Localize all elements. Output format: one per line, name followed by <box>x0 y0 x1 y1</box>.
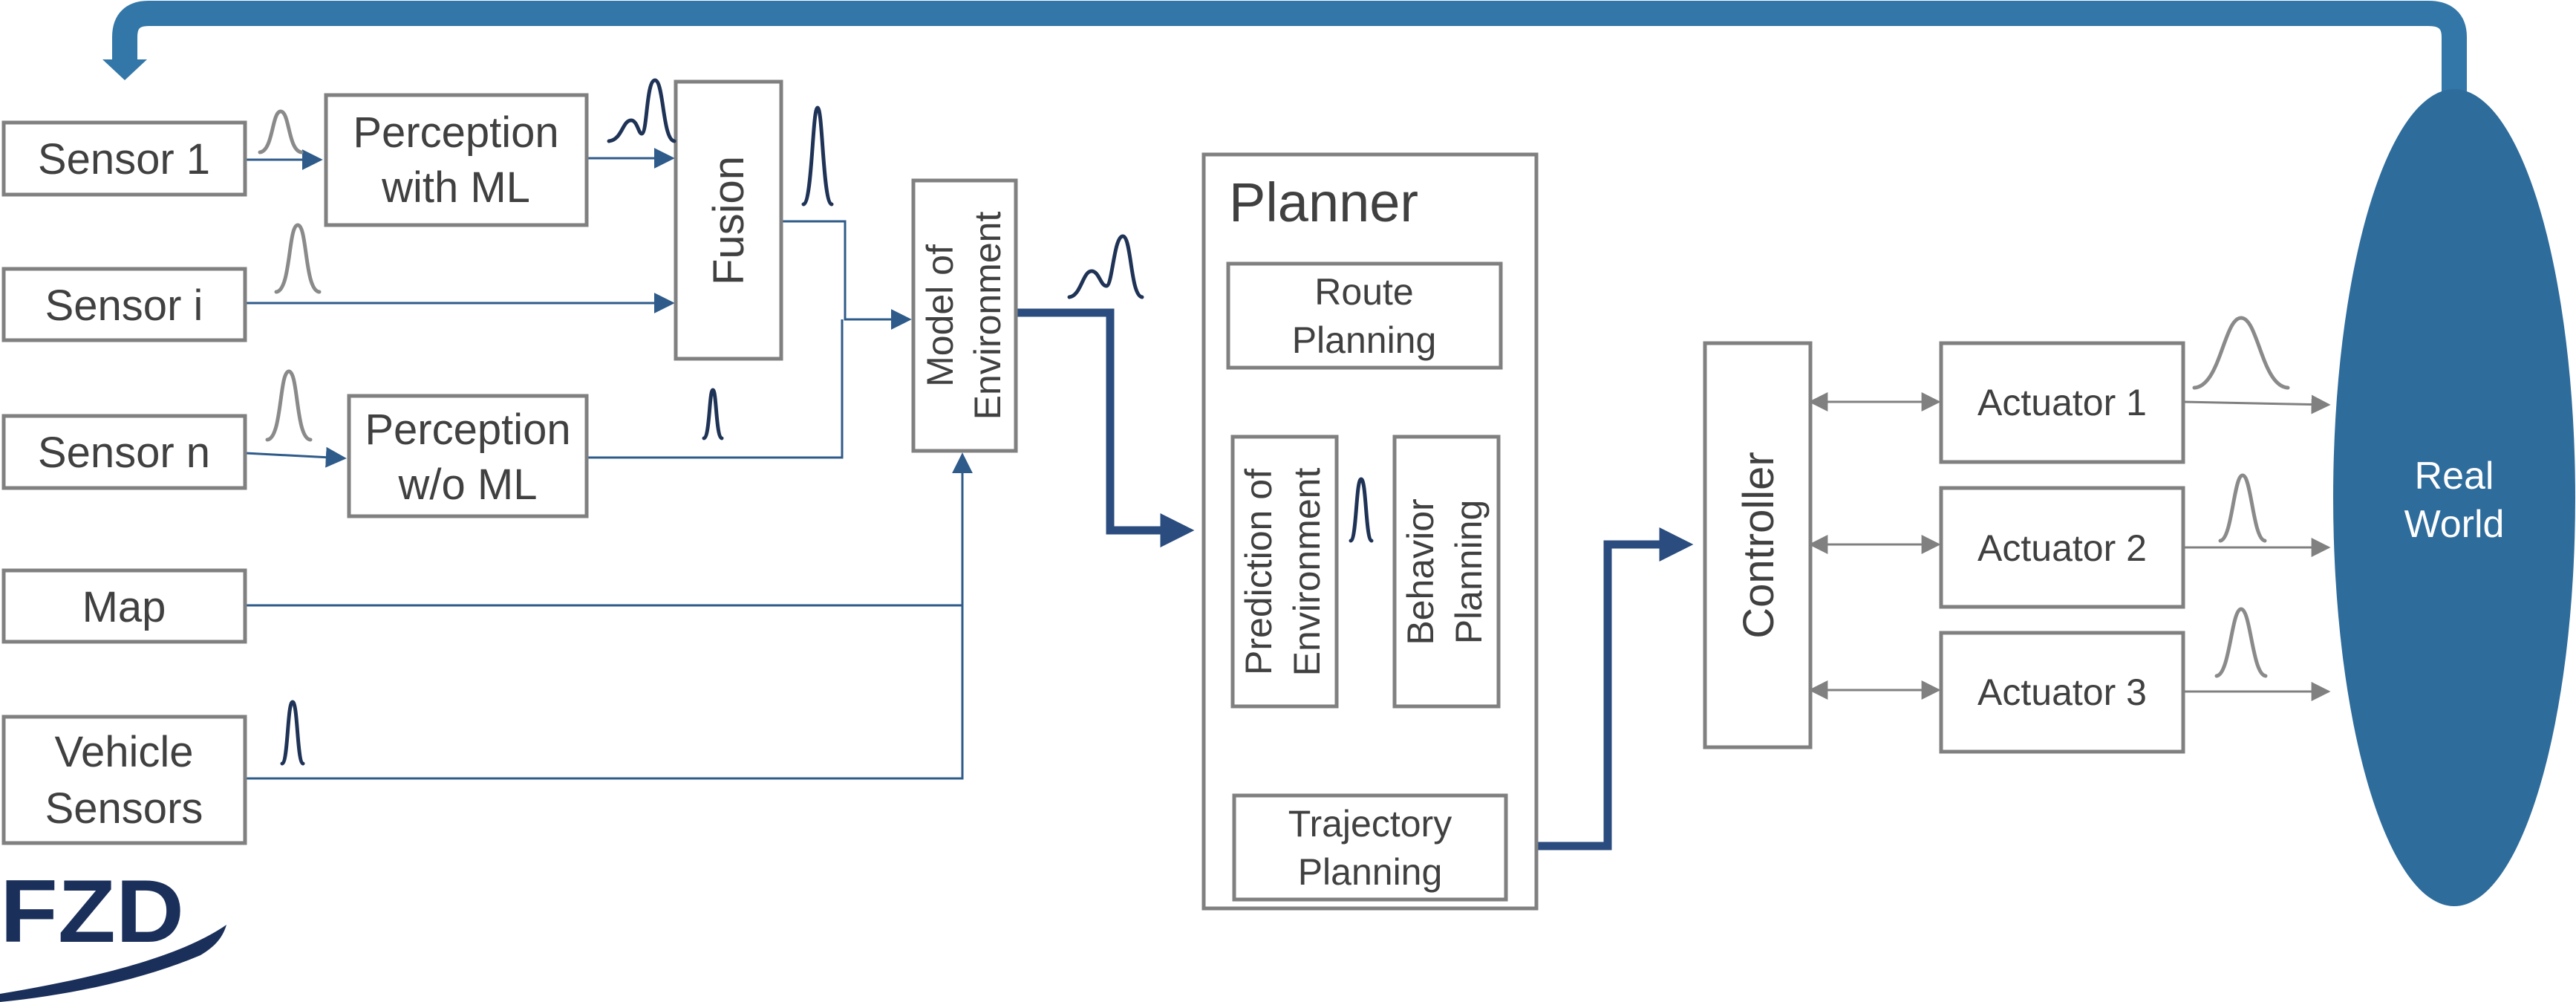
perception-without-ml-label-line1: Perception <box>365 406 570 454</box>
trajectory-planning-label-line2: Planning <box>1298 851 1443 893</box>
planner-title: Planner <box>1229 172 1418 233</box>
actuator-1-box: Actuator 1 <box>1939 341 2185 464</box>
gaussian-curve-icon <box>274 223 322 294</box>
trajectory-planning-label-line1: Trajectory <box>1288 803 1452 845</box>
perception-without-ml-label-line2: w/o ML <box>398 461 538 509</box>
gaussian-curve-icon <box>2192 316 2290 390</box>
route-planning-box: Route Planning <box>1226 261 1503 370</box>
actuator-2-box: Actuator 2 <box>1939 486 2185 609</box>
route-planning-label-line2: Planning <box>1292 319 1437 361</box>
controller-box: Controller <box>1703 341 1813 749</box>
sensor-i-box: Sensor i <box>1 267 247 342</box>
fusion-box: Fusion <box>674 79 783 361</box>
logo-swoosh-icon <box>0 925 226 1002</box>
actuator-3-box: Actuator 3 <box>1939 631 2185 754</box>
sensor-1-label: Sensor 1 <box>38 135 210 183</box>
gaussian-curve-icon <box>2218 473 2267 543</box>
gaussian-curve-icon <box>607 78 676 143</box>
actuator-2-label: Actuator 2 <box>1977 527 2147 569</box>
thick-arrow-environment-planner <box>1016 308 1195 547</box>
real-world-ellipse: Real World <box>2333 89 2575 906</box>
narrow-gaussian-icon <box>1349 477 1374 543</box>
line-fusion-environment <box>781 220 912 330</box>
feedback-loop-arrow <box>112 1 2467 97</box>
real-world-label-line2: World <box>2404 503 2505 546</box>
fzd-logo: FZD <box>0 862 226 1002</box>
environment-model-label-line2: Environment <box>967 212 1008 420</box>
trajectory-planning-box: Trajectory Planning <box>1232 793 1508 902</box>
prediction-label-line1: Prediction of <box>1238 469 1279 675</box>
perception-with-ml-box: Perception with ML <box>324 93 589 227</box>
gaussian-curve-icon <box>258 109 304 154</box>
line-perception-noml-environment <box>587 319 844 459</box>
controller-label: Controller <box>1735 452 1783 638</box>
behavior-planning-box: Behavior Planning <box>1392 435 1501 709</box>
gaussian-curve-icon <box>265 369 313 442</box>
narrow-gaussian-icon <box>801 105 834 206</box>
vehicle-sensors-label-line1: Vehicle <box>54 728 193 776</box>
gaussian-curve-icon <box>2214 607 2268 678</box>
arrow-sensorn-perception <box>244 446 347 468</box>
actuator-3-label: Actuator 3 <box>1977 671 2147 713</box>
prediction-box: Prediction of Environment <box>1230 435 1339 709</box>
narrow-gaussian-icon <box>702 388 724 440</box>
vehicle-sensors-box: Vehicle Sensors <box>1 715 247 845</box>
gaussian-curve-icon <box>1067 234 1144 299</box>
sensor-n-box: Sensor n <box>1 414 247 490</box>
arrow-actuator1-world <box>2182 394 2331 414</box>
perception-with-ml-label-line2: with ML <box>381 163 530 212</box>
prediction-label-line2: Environment <box>1286 468 1328 677</box>
map-label: Map <box>82 583 166 631</box>
thick-arrow-trajectory-controller <box>1506 527 1694 850</box>
route-planning-label-line1: Route <box>1314 271 1413 313</box>
map-box: Map <box>1 568 247 644</box>
narrow-gaussian-icon <box>280 700 305 766</box>
behavior-planning-label-line1: Behavior <box>1400 498 1441 645</box>
fzd-logo-text: FZD <box>0 862 184 961</box>
sensor-1-box: Sensor 1 <box>1 120 247 197</box>
vehicle-sensors-label-line2: Sensors <box>45 784 203 833</box>
perception-without-ml-box: Perception w/o ML <box>347 394 589 518</box>
real-world-label-line1: Real <box>2415 455 2494 498</box>
environment-model-box: Model of Environment <box>911 178 1018 453</box>
perception-with-ml-label-line1: Perception <box>353 108 558 157</box>
environment-model-label-line1: Model of <box>919 244 961 387</box>
feedback-loop-arrowhead <box>102 59 147 80</box>
sensor-i-label: Sensor i <box>45 282 203 330</box>
behavior-planning-label-line2: Planning <box>1448 500 1490 645</box>
fusion-label: Fusion <box>705 156 753 285</box>
sensor-n-label: Sensor n <box>38 429 210 477</box>
actuator-1-label: Actuator 1 <box>1977 382 2147 423</box>
line-vehicle-environment <box>245 452 973 780</box>
